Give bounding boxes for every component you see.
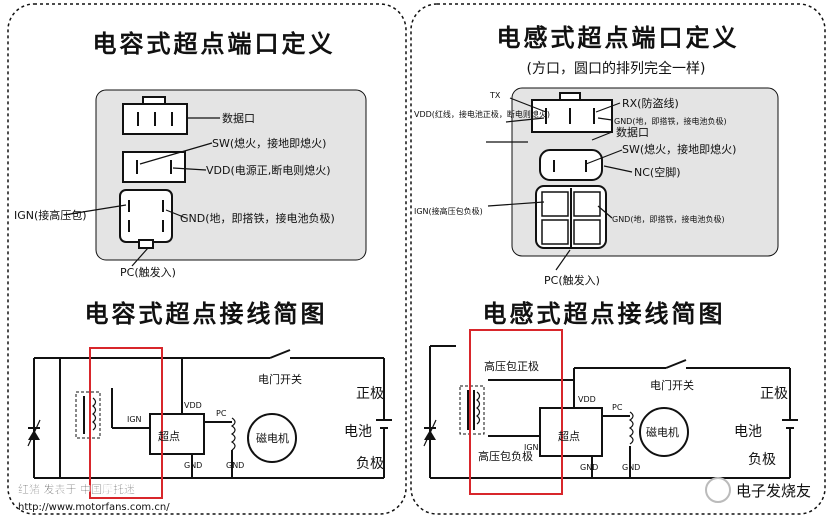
left-vdd-label: VDD(电源正,断电则熄火) xyxy=(206,163,331,177)
left-data-port-label: 数据口 xyxy=(222,111,255,125)
right-magneto-label: 磁电机 xyxy=(646,425,679,439)
left-battery-label: 电池 xyxy=(344,424,372,440)
left-gnd1-pin: GND xyxy=(184,461,202,470)
right-gnd1-pin: GND xyxy=(580,463,598,472)
right-wiring-diagram xyxy=(423,345,798,479)
right-pos-label: 正极 xyxy=(760,386,788,402)
right-switch-label: 电门开关 xyxy=(650,378,694,392)
left-pc-label: PC(触发入) xyxy=(120,265,176,279)
left-leader-lines xyxy=(63,117,220,267)
right-gnd-label: GND(地，即搭铁，接电池负极) xyxy=(612,214,725,224)
left-gnd2-pin: GND xyxy=(226,461,244,470)
left-switch-label: 电门开关 xyxy=(258,372,302,386)
right-data-port-label: 数据口 xyxy=(616,125,649,139)
right-gnd-top-label: GND(地，即搭铁，接电池负极) xyxy=(614,116,727,126)
right-panel-border xyxy=(410,3,826,515)
left-wiring-title: 电容式超点接线简图 xyxy=(85,300,328,328)
right-coil-pos-label: 高压包正极 xyxy=(484,359,539,373)
watermark-logo-text: 电子发烧友 xyxy=(736,482,811,500)
right-leader-lines xyxy=(486,97,633,271)
watermark-logo: 电子发烧友 xyxy=(705,477,811,503)
right-subtitle: (方口，圆口的排列完全一样) xyxy=(527,60,706,77)
right-cdi-label: 超点 xyxy=(558,429,580,443)
right-wiring-title: 电感式超点接线简图 xyxy=(483,300,726,328)
left-ign-label: IGN(接高压包) xyxy=(14,208,87,222)
left-magneto-label: 磁电机 xyxy=(256,431,289,445)
right-ign-label: IGN(接高压包负极) xyxy=(414,206,483,216)
left-panel-border xyxy=(7,3,407,515)
watermark-url: http://www.motorfans.com.cn/ xyxy=(18,502,170,513)
right-highlight-box xyxy=(469,329,563,495)
watermark-credit: 红猪 发表于 中国摩托迷 xyxy=(18,482,135,496)
right-gnd2-pin: GND xyxy=(622,463,640,472)
left-pos-label: 正极 xyxy=(356,386,384,402)
right-ign-pin: IGN xyxy=(524,443,539,452)
right-vdd-label: VDD(红线，接电池正极，断电则熄火) xyxy=(414,109,550,119)
left-cdi-label: 超点 xyxy=(158,429,180,443)
left-wiring-diagram xyxy=(27,349,392,479)
left-gnd-label: GND(地，即搭铁，接电池负极) xyxy=(180,211,335,225)
right-coil-neg-label: 高压包负极 xyxy=(478,449,533,463)
left-vdd-pin: VDD xyxy=(184,401,202,410)
left-connector-box xyxy=(95,89,367,261)
left-sw-label: SW(熄火，接地即熄火) xyxy=(212,136,326,150)
right-title: 电感式超点端口定义 xyxy=(497,24,740,52)
right-pc-pin: PC xyxy=(612,403,623,412)
right-nc-label: NC(空脚) xyxy=(634,165,681,179)
right-tx-label: TX xyxy=(489,91,501,100)
left-highlight-box xyxy=(89,347,163,499)
right-rx-label: RX(防盗线) xyxy=(622,96,679,110)
left-title: 电容式超点端口定义 xyxy=(93,30,336,58)
right-pc-label: PC(触发入) xyxy=(544,273,600,287)
left-neg-label: 负极 xyxy=(356,456,384,472)
left-ign-pin: IGN xyxy=(127,415,142,424)
right-sw-label: SW(熄火，接地即熄火) xyxy=(622,142,736,156)
right-vdd-pin: VDD xyxy=(578,395,596,404)
right-neg-label: 负极 xyxy=(748,452,776,468)
right-battery-label: 电池 xyxy=(734,424,762,440)
right-connector-box xyxy=(511,87,779,257)
left-pc-pin: PC xyxy=(216,409,227,418)
